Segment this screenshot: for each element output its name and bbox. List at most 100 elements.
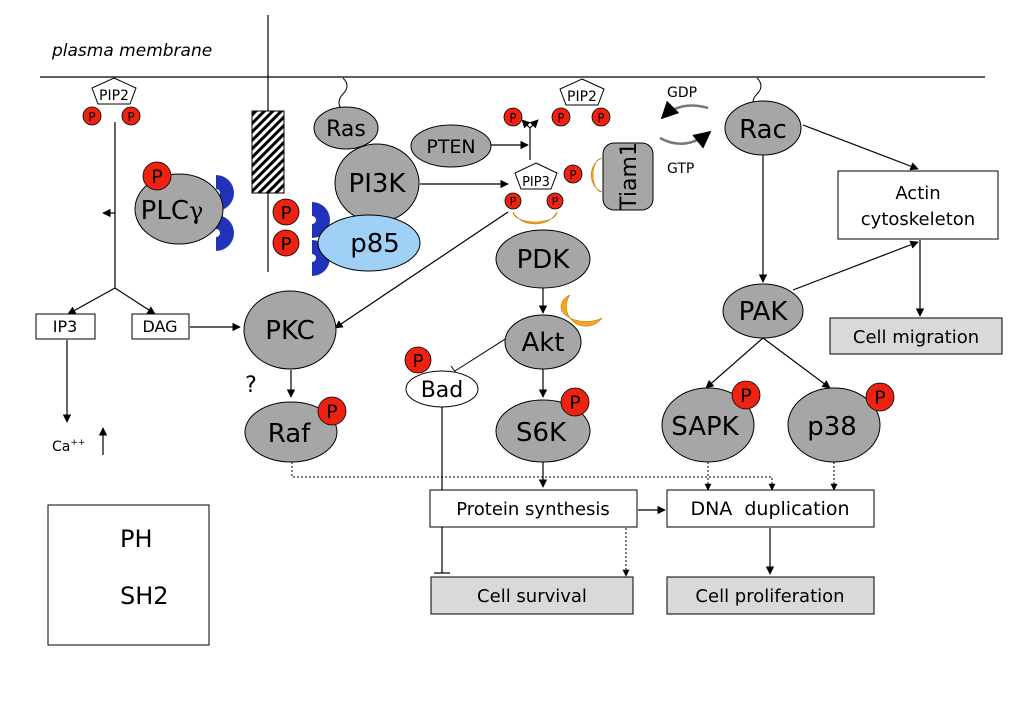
phosphate-label: P bbox=[88, 110, 95, 124]
phosphate-badge bbox=[563, 164, 583, 184]
pak-node bbox=[722, 283, 804, 339]
p85-label: p85 bbox=[350, 229, 400, 259]
phosphate-label: P bbox=[127, 110, 134, 124]
ph-domain-icon bbox=[512, 211, 558, 225]
phosphate-badge bbox=[82, 106, 102, 126]
cell-proliferation-label: Cell proliferation bbox=[695, 586, 844, 607]
phosphate-label: P bbox=[509, 111, 516, 125]
pkc-label: PKC bbox=[265, 316, 314, 346]
cell-proliferation-box bbox=[666, 576, 875, 615]
s6k-label: S6K bbox=[516, 418, 567, 448]
phosphate-badge bbox=[121, 106, 141, 126]
legend-ph-label: PH bbox=[120, 525, 153, 553]
pip2-right-label: PIP2 bbox=[567, 89, 597, 105]
ip3-box bbox=[35, 313, 96, 340]
pip2-right-pentagon bbox=[559, 78, 605, 106]
plc-gamma-node bbox=[134, 173, 224, 245]
ph-domain-icon bbox=[591, 157, 603, 193]
cell-survival-box bbox=[430, 576, 634, 615]
arrow-to-ip3 bbox=[67, 287, 116, 315]
phosphate-badge bbox=[272, 229, 300, 257]
p38-node bbox=[787, 387, 881, 463]
phosphate-badge bbox=[546, 192, 564, 210]
legend-sh2-label: SH2 bbox=[120, 582, 169, 610]
cell-survival-label: Cell survival bbox=[477, 586, 587, 607]
sapk-label: SAPK bbox=[671, 412, 739, 442]
pten-label: PTEN bbox=[426, 136, 475, 158]
phosphate-label: P bbox=[569, 168, 576, 182]
legend-box bbox=[47, 504, 210, 646]
phosphate-label: P bbox=[151, 166, 162, 188]
arrow-pip3-to-pkc bbox=[334, 211, 509, 329]
akt-node bbox=[504, 314, 582, 370]
pak-label: PAK bbox=[739, 297, 789, 327]
actin-label-line2: cytoskeleton bbox=[861, 209, 975, 230]
raf-dotted-path bbox=[291, 462, 776, 491]
cell-migration-box bbox=[829, 317, 1003, 355]
pip3-label: PIP3 bbox=[522, 175, 550, 190]
bad-node bbox=[405, 370, 479, 408]
rac-node bbox=[724, 100, 802, 156]
pip2-left-label: PIP2 bbox=[99, 88, 129, 104]
protein-synthesis-label: Protein synthesis bbox=[456, 499, 610, 520]
arrow-rac-to-actin bbox=[802, 124, 919, 171]
dag-box bbox=[131, 313, 190, 340]
phosphate-label: P bbox=[874, 387, 885, 409]
akt-label: Akt bbox=[521, 328, 564, 358]
rac-label: Rac bbox=[739, 115, 787, 145]
dag-label: DAG bbox=[142, 317, 177, 336]
akt-inhibits-bad bbox=[450, 335, 511, 378]
phosphate-label: P bbox=[510, 195, 517, 208]
phosphate-badge bbox=[404, 346, 432, 374]
actin-cytoskeleton-box bbox=[837, 170, 999, 240]
phosphate-badge bbox=[272, 198, 300, 226]
s6k-node bbox=[495, 399, 591, 463]
phosphate-badge bbox=[865, 382, 895, 412]
pdk-node bbox=[495, 229, 591, 289]
raf-node bbox=[244, 401, 338, 463]
plc-label: PLCγ bbox=[141, 196, 204, 226]
cell-migration-label: Cell migration bbox=[853, 327, 979, 348]
ph-domain-icon bbox=[560, 294, 603, 327]
phosphate-label: P bbox=[569, 392, 580, 414]
pip3-pentagon bbox=[514, 162, 558, 190]
phosphate-label: P bbox=[552, 195, 559, 208]
pdk-label: PDK bbox=[517, 245, 571, 275]
ras-label: Ras bbox=[326, 117, 366, 142]
calcium-label: Ca++ bbox=[52, 438, 85, 455]
phosphate-badge bbox=[503, 107, 523, 127]
phosphate-label: P bbox=[557, 111, 564, 125]
phosphate-badge bbox=[317, 396, 347, 426]
phosphate-label: P bbox=[281, 234, 292, 255]
ras-membrane-anchor bbox=[338, 77, 348, 113]
dna-duplication-label: DNA duplication bbox=[690, 498, 849, 520]
pkc-node bbox=[243, 290, 337, 370]
protein-synthesis-box bbox=[429, 489, 638, 528]
phosphate-label: P bbox=[281, 203, 292, 224]
arrow-pak-to-p38 bbox=[762, 337, 831, 389]
phosphate-badge bbox=[551, 107, 571, 127]
gtp-label: GTP bbox=[667, 161, 694, 177]
gdp-label: GDP bbox=[667, 85, 697, 101]
gdp-gtp-lower-arrow bbox=[659, 130, 712, 149]
tiam1-node bbox=[602, 142, 654, 211]
phosphate-label: P bbox=[740, 385, 751, 407]
phosphate-badge bbox=[142, 161, 172, 191]
arrow-pak-to-actin bbox=[792, 240, 919, 291]
phosphate-badge bbox=[560, 387, 590, 417]
receptor-hatched-domain bbox=[251, 110, 285, 194]
phosphate-badge bbox=[591, 107, 611, 127]
gdp-gtp-upper-arrow bbox=[660, 100, 709, 120]
actin-label-line1: Actin bbox=[895, 183, 940, 204]
pten-fork-left bbox=[521, 119, 531, 129]
phosphate-label: P bbox=[326, 401, 337, 423]
phosphate-label: P bbox=[597, 111, 604, 125]
bad-label: Bad bbox=[421, 378, 464, 403]
p38-label: p38 bbox=[807, 412, 857, 442]
arrow-to-dag bbox=[114, 287, 156, 315]
phosphate-badge bbox=[504, 192, 522, 210]
arrow-pak-to-sapk bbox=[705, 337, 764, 389]
ip3-label: IP3 bbox=[53, 317, 78, 336]
pi3k-label: PI3K bbox=[349, 169, 407, 199]
